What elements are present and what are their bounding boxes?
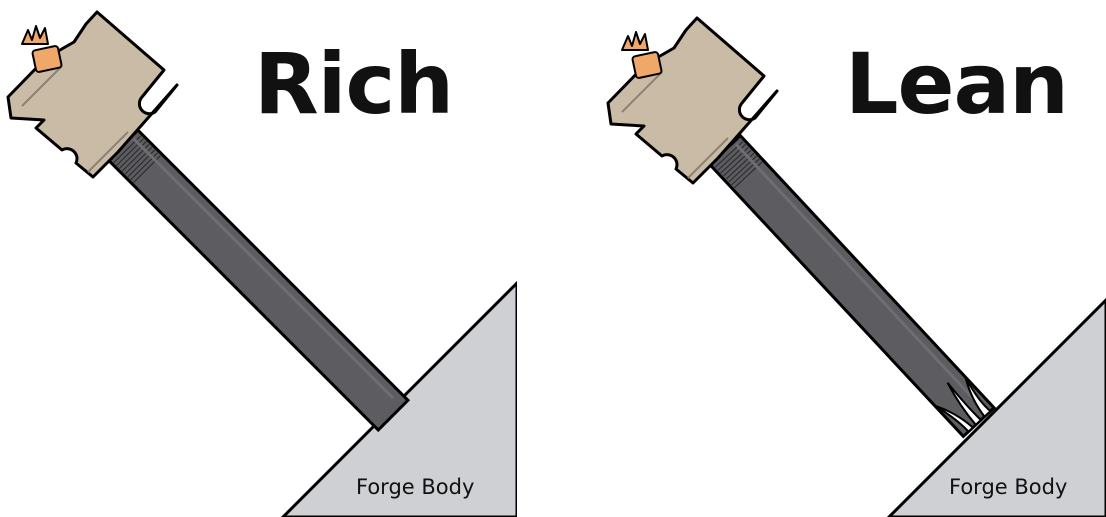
panel-rich: Rich Forge Body	[0, 0, 517, 517]
forge-body	[886, 297, 1106, 517]
burner-tube	[106, 128, 411, 433]
lean-flame-gaps	[934, 376, 992, 434]
tee-fitting	[6, 10, 179, 179]
rich-burner-illustration	[6, 10, 517, 517]
gas-nozzle	[621, 31, 663, 79]
panel-lean: Lean Forge Body	[589, 0, 1106, 517]
forge-body-label: Forge Body	[949, 475, 1068, 499]
panel-title: Lean	[845, 35, 1069, 133]
burner-tube-group	[707, 133, 997, 439]
lean-burner-illustration	[606, 16, 1106, 517]
panel-title: Rich	[254, 35, 454, 133]
gas-nozzle	[21, 25, 63, 73]
burner-tube-group	[106, 128, 411, 433]
forge-body-label: Forge Body	[356, 475, 475, 499]
tee-fitting	[606, 16, 779, 185]
